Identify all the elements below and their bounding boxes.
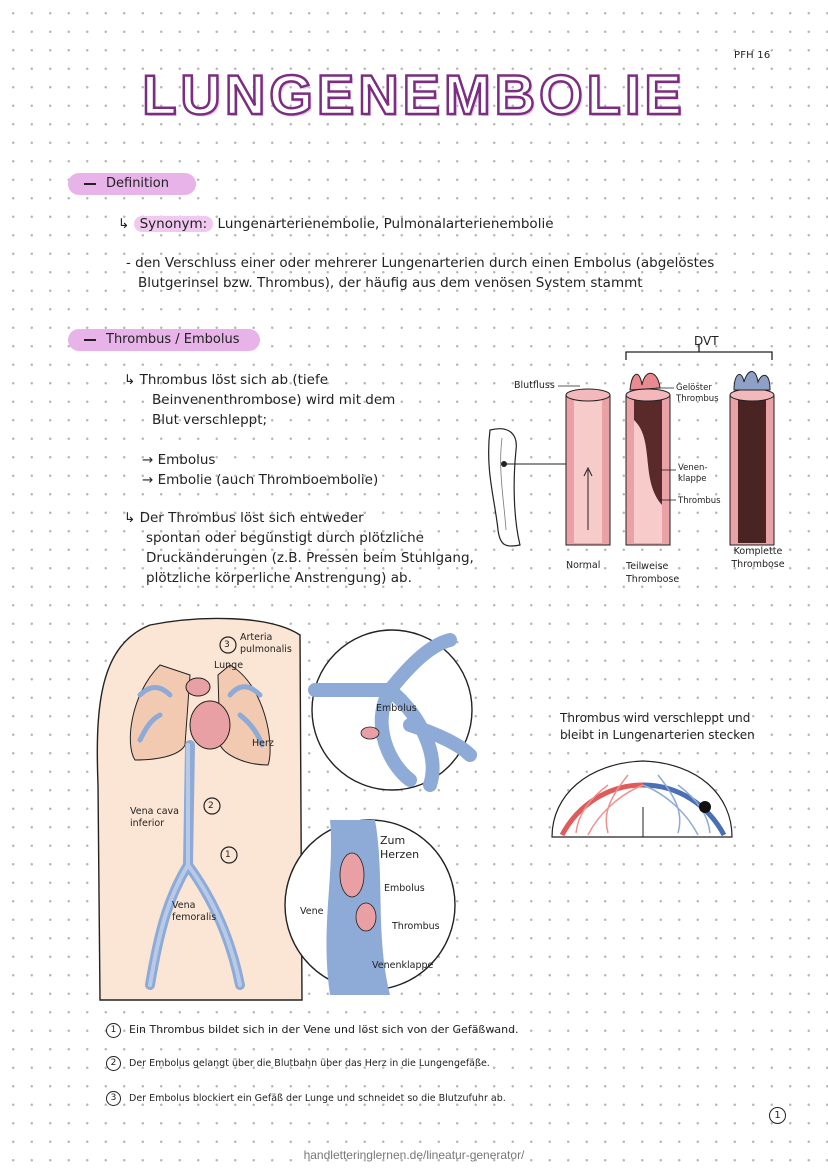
- tube-complete-clot: [738, 398, 766, 543]
- dash-icon: [84, 338, 96, 341]
- tube-partial-lumen: [634, 420, 662, 543]
- torso: [96, 617, 303, 1001]
- herz-label: Herz: [252, 738, 274, 749]
- thrombus-dvt-label: Thrombus: [678, 496, 721, 506]
- page-number: 1: [769, 1107, 786, 1124]
- step-1-num: 1: [106, 1022, 121, 1038]
- num1-label: 1: [225, 850, 231, 860]
- step-3-num: 3: [106, 1091, 121, 1106]
- red-vessels: [575, 774, 644, 836]
- page-title: LUNGENEMBOLIE: [141, 62, 686, 128]
- thrombus-bottom-label: Thrombus: [392, 921, 440, 932]
- red-vessel-main: [559, 782, 644, 837]
- step-3-text: Der Embolus blockiert ein Gefäß der Lung…: [129, 1093, 506, 1104]
- vena-cava-inner: [148, 743, 242, 987]
- embolus-top-label: Embolus: [376, 703, 417, 714]
- synonym-text: Lungenarterienembolie, Pulmonalarteriene…: [217, 216, 554, 232]
- lung-vessel-diagram: [551, 760, 733, 838]
- definition-heading-label: Definition: [106, 176, 169, 191]
- return-arrow-icon: ↳: [124, 510, 140, 526]
- thrombus-line-4-text: Der Thrombus löst sich entweder: [139, 510, 364, 526]
- dvt-diagram: [488, 344, 775, 547]
- blutfluss-label: Blutfluss: [514, 380, 555, 391]
- arrow-icon: →: [142, 472, 158, 488]
- step-1: 1 Ein Thrombus bildet sich in der Vene un…: [106, 1019, 519, 1041]
- lung-caption-2: bleibt in Lungenarterien stecken: [560, 728, 755, 742]
- zum-herzen-label: Zum Herzen: [380, 834, 420, 861]
- dvt-bracket: [625, 351, 773, 360]
- footer-url[interactable]: handletteringlernen.de/lineatur-generato…: [303, 1148, 525, 1162]
- thrombus-line-4: ↳ Der Thrombus löst sich entweder: [124, 507, 364, 529]
- synonym-label: Synonym:: [133, 216, 214, 232]
- tube-complete-top: [729, 388, 775, 402]
- step-3: 3 Der Embolus blockiert ein Gefäß der Lun…: [106, 1088, 506, 1110]
- leg-outline: [488, 428, 521, 547]
- thrombus-line-6: Druckänderungen (z.B. Pressen beim Stuhl…: [146, 550, 474, 566]
- thrombus-line-1-text: Thrombus löst sich ab (tiefe: [139, 372, 329, 388]
- thrombus-line-2: Beinvenenthrombose) wird mit dem: [152, 392, 396, 408]
- zoom-thrombus: [355, 902, 377, 932]
- thrombus-line-5: spontan oder begünstigt durch plötzliche: [146, 530, 424, 546]
- vene-label: Vene: [300, 906, 324, 917]
- step-1-text: Ein Thrombus bildet sich in der Vene und…: [129, 1023, 519, 1036]
- return-arrow-icon: ↳: [124, 372, 140, 388]
- lunge-label: Lunge: [214, 660, 244, 671]
- step-2-text: Der Embolus gelangt über die Blutbahn üb…: [129, 1058, 490, 1069]
- blocked-dot: [699, 801, 711, 813]
- anatomy-diagram: [96, 617, 477, 1001]
- arrow-embolus: → Embolus: [142, 449, 215, 471]
- num3-circle: [219, 636, 237, 654]
- num1-circle: [220, 846, 238, 864]
- definition-line-1: den Verschluss einer oder mehrerer Lunge…: [135, 255, 715, 271]
- blue-vessel-main: [642, 782, 727, 837]
- flow-arrow-head: [583, 466, 593, 477]
- geloester-label: Gelöster Thrombus: [676, 383, 719, 404]
- zoom-embolus-bottom: [339, 852, 365, 898]
- return-arrow-icon: ↳: [118, 216, 134, 232]
- thrombus-line-7: plötzliche körperliche Anstrengung) ab.: [146, 570, 412, 586]
- vena-femoralis-label: Vena femoralis: [172, 900, 217, 923]
- step-2: 2 Der Embolus gelangt über die Blutbahn ü…: [106, 1053, 490, 1075]
- definition-text-1: - den Verschluss einer oder mehrerer Lun…: [126, 252, 714, 274]
- embolus-bottom-label: Embolus: [384, 883, 425, 894]
- venenklappe-bottom-label: Venenklappe: [372, 960, 434, 971]
- tube-partial-top: [625, 388, 671, 402]
- thrombus-line-1: ↳ Thrombus löst sich ab (tiefe: [124, 369, 328, 391]
- num2-circle: [203, 797, 221, 815]
- definition-text-2: Blutgerinsel bzw. Thrombus), der häufig …: [138, 275, 643, 291]
- step-2-num: 2: [106, 1056, 121, 1071]
- komplette-label: Komplette Thrombose: [731, 546, 785, 570]
- num3-label: 3: [224, 640, 230, 650]
- loose-thrombus: [629, 372, 661, 391]
- corner-mark: PFH 16: [734, 50, 771, 61]
- definition-heading: Definition: [68, 173, 196, 195]
- venenklappe-label: Venen-klappe: [678, 463, 708, 484]
- dash-glyph: -: [126, 255, 136, 271]
- tube-normal-top: [565, 388, 611, 402]
- dvt-label: DVT: [694, 334, 719, 348]
- normal-label: Normal: [566, 560, 601, 571]
- arrow-embolus-text: Embolus: [157, 452, 216, 468]
- lung-outline: [551, 760, 733, 838]
- zoom-embolus: [360, 726, 380, 740]
- arrow-embolie-text: Embolie (auch Thromboembolie): [157, 472, 379, 488]
- pulmonary-artery: [185, 677, 211, 697]
- heart: [189, 700, 231, 750]
- vena-cava-label: Vena cava inferior: [130, 806, 179, 829]
- synonym-line: ↳ Synonym: Lungenarterienembolie, Pulmon…: [118, 213, 554, 235]
- thrombus-heading: Thrombus / Embolus: [68, 329, 260, 351]
- complete-clot-top: [733, 371, 771, 391]
- thrombus-line-3: Blut verschleppt;: [152, 412, 268, 428]
- arrow-embolie: → Embolie (auch Thromboembolie): [142, 469, 378, 491]
- arteria-label: Arteria pulmonalis: [240, 632, 292, 655]
- zoom-lung-vessels: [308, 633, 477, 792]
- arrow-icon: →: [142, 452, 158, 468]
- teilweise-label: Teilweise Thrombose: [626, 561, 680, 585]
- leg-vein: [500, 437, 507, 531]
- dash-icon: [84, 182, 96, 185]
- lung-caption-1: Thrombus wird verschleppt und: [560, 711, 751, 725]
- lung-vessels: [137, 684, 265, 748]
- thrombus-heading-label: Thrombus / Embolus: [106, 332, 240, 347]
- num2-label: 2: [208, 801, 214, 811]
